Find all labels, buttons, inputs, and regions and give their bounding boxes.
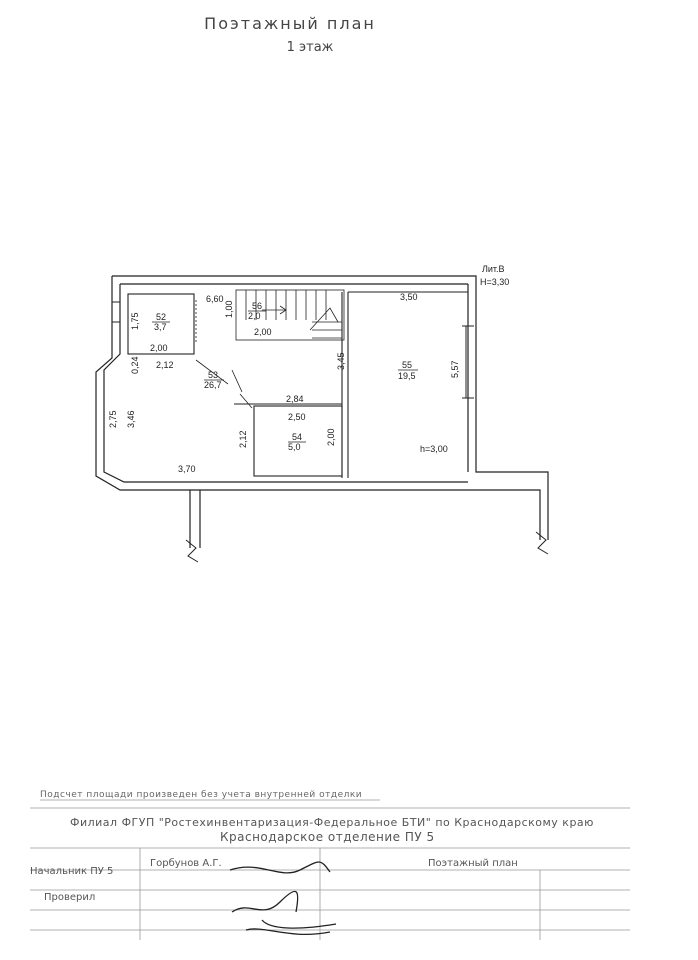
outer-walls bbox=[95, 275, 549, 548]
room-54: 54 5,0 bbox=[288, 432, 306, 452]
room-area: 5,0 bbox=[288, 442, 301, 452]
dim-label: 1,75 bbox=[130, 312, 140, 330]
dim-label: h=3,00 bbox=[420, 444, 448, 454]
dim-label: 2,75 bbox=[108, 410, 118, 428]
room-area: 2,0 bbox=[248, 311, 261, 321]
dim-label: 2,00 bbox=[150, 343, 168, 353]
signature bbox=[229, 861, 337, 936]
dim-label: 3,70 bbox=[178, 464, 196, 474]
dim-label: 2,12 bbox=[238, 430, 248, 448]
institution-name: Филиал ФГУП "Ростехинвентаризация-Федера… bbox=[70, 816, 594, 829]
dim-label: 0,24 bbox=[130, 356, 140, 374]
room-area: 19,5 bbox=[398, 371, 416, 381]
chief-name: Горбунов А.Г. bbox=[150, 858, 222, 869]
lit-name: Лит.В bbox=[482, 264, 505, 274]
checked-label: Проверил bbox=[44, 892, 96, 903]
chief-label: Начальник ПУ 5 bbox=[30, 866, 114, 877]
room-area: 3,7 bbox=[154, 322, 167, 332]
room-number: 54 bbox=[292, 432, 302, 442]
dim-label: 3,50 bbox=[400, 292, 418, 302]
dim-label: 5,57 bbox=[450, 360, 460, 378]
room-number: 53 bbox=[208, 370, 218, 380]
dim-label: 2,84 bbox=[286, 394, 304, 404]
windows bbox=[112, 301, 474, 399]
dim-label: 2,00 bbox=[254, 327, 272, 337]
dim-label: 2,12 bbox=[156, 360, 174, 370]
interior-walls bbox=[127, 291, 468, 478]
lit-height: H=3,30 bbox=[480, 277, 509, 287]
plan-title: Поэтажный план bbox=[204, 14, 376, 33]
dim-label: 6,60 bbox=[206, 294, 224, 304]
room-53: 53 26,7 bbox=[204, 370, 224, 390]
footer-lines bbox=[30, 799, 630, 940]
stairs bbox=[235, 289, 345, 341]
dim-label: 1,00 bbox=[224, 300, 234, 318]
break-marks bbox=[185, 531, 549, 563]
doc-title: Поэтажный план bbox=[428, 858, 518, 869]
room-number: 52 bbox=[156, 312, 166, 322]
dim-label: 3,45 bbox=[336, 352, 346, 370]
room-56: 56 2,0 bbox=[248, 301, 266, 321]
department-name: Краснодарское отделение ПУ 5 bbox=[220, 830, 435, 844]
dim-label: 2,00 bbox=[326, 428, 336, 446]
room-52: 52 3,7 bbox=[152, 312, 170, 332]
room-number: 55 bbox=[402, 360, 412, 370]
room-55: 55 19,5 bbox=[398, 360, 418, 381]
room-number: 56 bbox=[252, 301, 262, 311]
room-area: 26,7 bbox=[204, 380, 222, 390]
area-note: Подсчет площади произведен без учета вну… bbox=[40, 790, 363, 800]
dim-label: 3,46 bbox=[126, 410, 136, 428]
dim-label: 2,50 bbox=[288, 412, 306, 422]
floor-label: 1 этаж bbox=[286, 40, 334, 55]
